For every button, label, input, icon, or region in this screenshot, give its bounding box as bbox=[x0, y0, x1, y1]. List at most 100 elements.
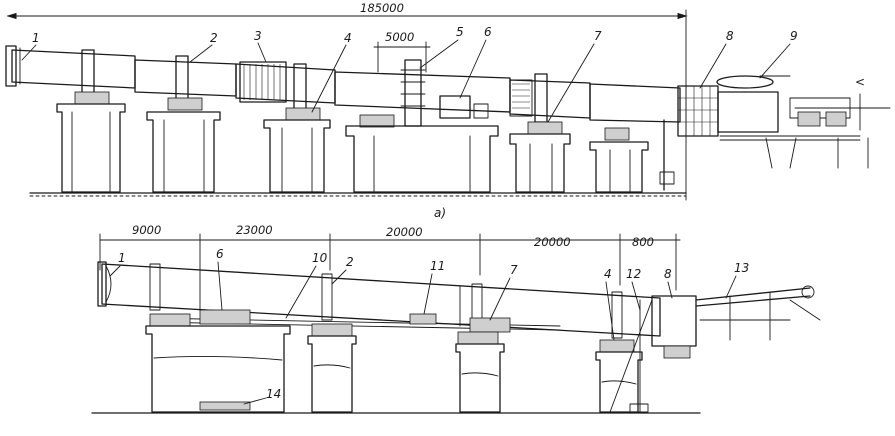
support-rollers-a bbox=[74, 91, 630, 141]
kiln-shell-b bbox=[97, 261, 661, 339]
leader-b-8 bbox=[667, 281, 673, 299]
shell-b-feed-hatch bbox=[105, 265, 112, 303]
burner-nozzle-b bbox=[801, 285, 815, 299]
pier-b-1 bbox=[145, 325, 291, 413]
shell-ring-hatch bbox=[512, 83, 530, 109]
shell-segment-5 bbox=[509, 79, 591, 119]
tyre-3 bbox=[293, 63, 307, 111]
leader-b-4 bbox=[605, 281, 615, 341]
callout-a-9: 9 bbox=[790, 29, 798, 43]
callout-b-1: 1 bbox=[118, 251, 126, 265]
feed-end-flange bbox=[5, 45, 17, 87]
tyre-b-4 bbox=[611, 291, 623, 339]
figure-b: 9000 23000 20000 20000 800 bbox=[91, 223, 821, 414]
side-mark: < bbox=[855, 75, 865, 89]
pier-a-5 bbox=[509, 133, 571, 193]
platform-leg-2 bbox=[789, 137, 797, 169]
hood-8-grid bbox=[678, 86, 718, 136]
hood-b-base bbox=[663, 345, 691, 359]
tyre-b-2 bbox=[321, 273, 333, 321]
pier-b-3-break bbox=[461, 372, 499, 377]
hood-8 bbox=[677, 85, 719, 137]
dimension-chain-b: 9000 23000 20000 20000 800 bbox=[99, 223, 681, 291]
burner-stay-b bbox=[789, 299, 821, 321]
callout-b-12: 12 bbox=[626, 267, 641, 281]
leader-b-11 bbox=[423, 273, 433, 315]
callouts-b: 1 6 10 2 11 7 4 12 8 13 14 bbox=[109, 247, 749, 405]
pier-a-3 bbox=[263, 119, 331, 193]
leader-a-5 bbox=[419, 39, 459, 69]
roller-station-drive bbox=[359, 114, 395, 128]
shell-segment-2 bbox=[134, 59, 237, 97]
pier-a-1 bbox=[56, 103, 126, 193]
callout-a-5: 5 bbox=[456, 25, 464, 39]
overall-dimension-arrow-right bbox=[677, 12, 688, 20]
roller-station-2 bbox=[167, 97, 203, 111]
burner-motor bbox=[797, 111, 821, 127]
drive-assembly bbox=[400, 59, 489, 127]
leader-a-3 bbox=[257, 42, 267, 63]
leader-b-10 bbox=[285, 265, 317, 319]
burner-cover bbox=[716, 75, 774, 89]
burner-pipe-b-bottom bbox=[695, 295, 811, 307]
girth-gear bbox=[239, 61, 287, 103]
drive-line-b bbox=[149, 309, 561, 333]
motor-6 bbox=[439, 95, 471, 119]
tyre-2 bbox=[175, 55, 189, 103]
leader-a-8 bbox=[699, 43, 727, 89]
dim-b-20000-2: 20000 bbox=[534, 235, 571, 249]
burner-housing bbox=[717, 91, 779, 133]
roller-b-1 bbox=[149, 313, 191, 327]
callout-a-8: 8 bbox=[726, 29, 734, 43]
leader-a-9 bbox=[759, 43, 791, 79]
leader-b-2 bbox=[331, 269, 347, 285]
dim-b-23000: 23000 bbox=[236, 223, 273, 237]
shell-b bbox=[101, 263, 661, 337]
callout-a-7: 7 bbox=[594, 29, 602, 43]
hood-b-8 bbox=[651, 295, 697, 347]
callout-b-8: 8 bbox=[664, 267, 672, 281]
callout-a-1: 1 bbox=[32, 31, 40, 45]
roller-station-6b bbox=[604, 127, 630, 141]
shell-ring-hatched bbox=[509, 79, 533, 117]
callout-b-7: 7 bbox=[510, 263, 518, 277]
piers-a bbox=[56, 103, 649, 193]
hood-b-brace bbox=[609, 299, 653, 413]
callout-a-4: 4 bbox=[344, 31, 352, 45]
callout-b-13: 13 bbox=[734, 261, 749, 275]
leader-b-7 bbox=[489, 277, 511, 321]
roller-station-4 bbox=[285, 107, 321, 121]
dim-b-9000: 9000 bbox=[132, 223, 161, 237]
drive-unit-6 bbox=[199, 309, 251, 325]
caption-a: a) bbox=[434, 206, 446, 220]
callout-a-3: 3 bbox=[254, 29, 262, 43]
pier-b-3 bbox=[455, 343, 505, 413]
roller-station-7 bbox=[527, 121, 563, 135]
hood-b bbox=[609, 285, 821, 413]
leader-a-1 bbox=[21, 44, 37, 61]
pier-a-4 bbox=[345, 125, 499, 193]
hood-support-base bbox=[659, 171, 675, 185]
coupling-11 bbox=[409, 313, 437, 325]
callout-b-4: 4 bbox=[604, 267, 612, 281]
piers-b bbox=[145, 325, 643, 413]
pier-spacing-text: 5000 bbox=[385, 30, 414, 44]
leader-a-7 bbox=[547, 43, 595, 123]
callout-b-10: 10 bbox=[312, 251, 328, 265]
support-rollers-b bbox=[149, 313, 635, 353]
leader-b-1 bbox=[109, 265, 121, 277]
roller-station-1 bbox=[74, 91, 110, 105]
platform-leg-1 bbox=[765, 137, 773, 169]
shell-segment-6 bbox=[589, 83, 681, 123]
tyre-b-1 bbox=[149, 263, 161, 311]
pier-a-6 bbox=[589, 141, 649, 193]
leader-b-6 bbox=[217, 261, 223, 311]
pier-b-1-break bbox=[153, 355, 283, 361]
pier-b-2 bbox=[307, 335, 357, 413]
foundation-item-14 bbox=[199, 401, 251, 411]
hood-b-footing bbox=[629, 403, 649, 413]
callout-b-14: 14 bbox=[266, 387, 281, 401]
dim-b-800: 800 bbox=[632, 235, 654, 249]
shell-b-feed-end bbox=[97, 261, 107, 307]
